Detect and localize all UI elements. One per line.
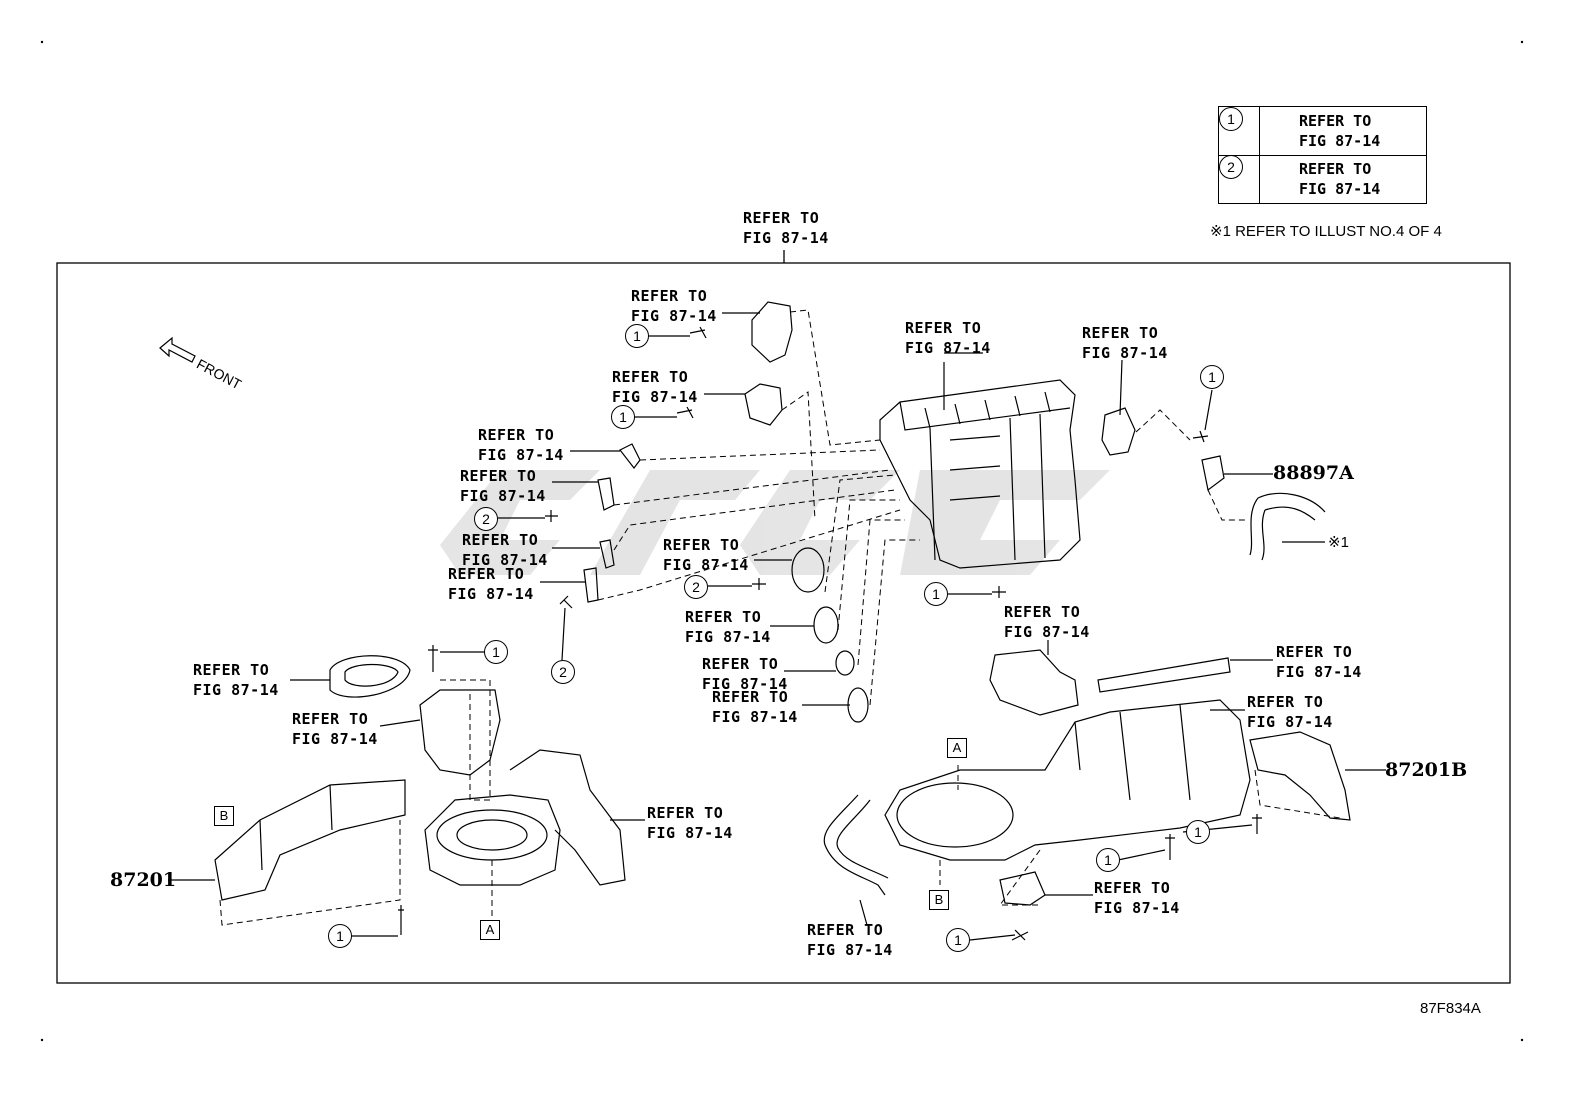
refer-label-5: REFER TO FIG 87-14 — [462, 531, 548, 569]
legend-row-2: 2 REFER TO FIG 87-14 — [1219, 155, 1426, 203]
actuator-2 — [744, 383, 783, 426]
refer-label-9: REFER TO FIG 87-14 — [702, 655, 788, 693]
ref-marker-1: 1 — [484, 640, 508, 664]
refer-label-15: REFER TO FIG 87-14 — [1247, 693, 1333, 731]
legend-row-2-text: REFER TO FIG 87-14 — [1299, 160, 1381, 198]
ref-marker-2: 2 — [551, 660, 575, 684]
refer-label-10: REFER TO FIG 87-14 — [712, 688, 798, 726]
connector-marker-b: B — [929, 890, 949, 910]
heater-case — [879, 379, 1081, 569]
blower-housing — [424, 794, 561, 886]
refer-label-16: REFER TO FIG 87-14 — [193, 661, 279, 699]
refer-label-18: REFER TO FIG 87-14 — [647, 804, 733, 842]
refer-label-12: REFER TO FIG 87-14 — [1082, 324, 1168, 362]
evaporator-case — [884, 699, 1251, 861]
refer-label-4: REFER TO FIG 87-14 — [460, 467, 546, 505]
connector-marker-a: A — [480, 920, 500, 940]
refer-label-8: REFER TO FIG 87-14 — [685, 608, 771, 646]
ref-marker-2: 2 — [474, 507, 498, 531]
ref-marker-1: 1 — [625, 324, 649, 348]
connector-marker-a: A — [947, 738, 967, 758]
note-marker: ※1 — [1328, 534, 1349, 551]
part-number-87201: 87201 — [110, 869, 177, 891]
diagram-frame — [56, 262, 1511, 984]
ref-marker-1: 1 — [328, 924, 352, 948]
legend-ref-1-marker: 1 — [1219, 107, 1243, 131]
part-88897a — [1201, 455, 1225, 492]
front-arrow — [159, 336, 196, 363]
legend-ref-2-marker: 2 — [1219, 155, 1243, 179]
top-callout: REFER TO FIG 87-14 — [743, 209, 829, 247]
ref-marker-2: 2 — [684, 575, 708, 599]
refer-label-1: REFER TO FIG 87-14 — [631, 287, 717, 325]
ref-marker-1: 1 — [1200, 365, 1224, 389]
servo-motor — [1101, 407, 1136, 456]
actuator-1 — [751, 301, 793, 363]
part-number-87201b: 87201B — [1385, 759, 1468, 781]
ref-marker-1: 1 — [1186, 820, 1210, 844]
refer-label-14: REFER TO FIG 87-14 — [1276, 643, 1362, 681]
duct-87201 — [214, 779, 406, 901]
refer-label-19: REFER TO FIG 87-14 — [1094, 879, 1180, 917]
refer-label-6: REFER TO FIG 87-14 — [448, 565, 534, 603]
legend-row-1-text: REFER TO FIG 87-14 — [1299, 112, 1381, 150]
legend-row-1: 1 REFER TO FIG 87-14 — [1219, 107, 1426, 156]
ref-marker-1: 1 — [611, 405, 635, 429]
refer-label-20: REFER TO FIG 87-14 — [807, 921, 893, 959]
connector-marker-b: B — [214, 806, 234, 826]
refer-label-11: REFER TO FIG 87-14 — [905, 319, 991, 357]
refer-label-17: REFER TO FIG 87-14 — [292, 710, 378, 748]
legend-note: ※1 REFER TO ILLUST NO.4 OF 4 — [1210, 223, 1442, 240]
refer-label-2: REFER TO FIG 87-14 — [612, 368, 698, 406]
ref-marker-1: 1 — [946, 928, 970, 952]
illustration-id: 87F834A — [1420, 1000, 1481, 1017]
legend-table: 1 REFER TO FIG 87-14 2 REFER TO FIG 87-1… — [1218, 106, 1427, 204]
ref-marker-1: 1 — [924, 582, 948, 606]
refer-label-13: REFER TO FIG 87-14 — [1004, 603, 1090, 641]
duct-87201b — [1249, 731, 1351, 821]
ref-marker-1: 1 — [1096, 848, 1120, 872]
part-number-88897a: 88897A — [1273, 462, 1354, 484]
watermark-logo — [440, 470, 1110, 575]
refer-label-7: REFER TO FIG 87-14 — [663, 536, 749, 574]
refer-label-3: REFER TO FIG 87-14 — [478, 426, 564, 464]
